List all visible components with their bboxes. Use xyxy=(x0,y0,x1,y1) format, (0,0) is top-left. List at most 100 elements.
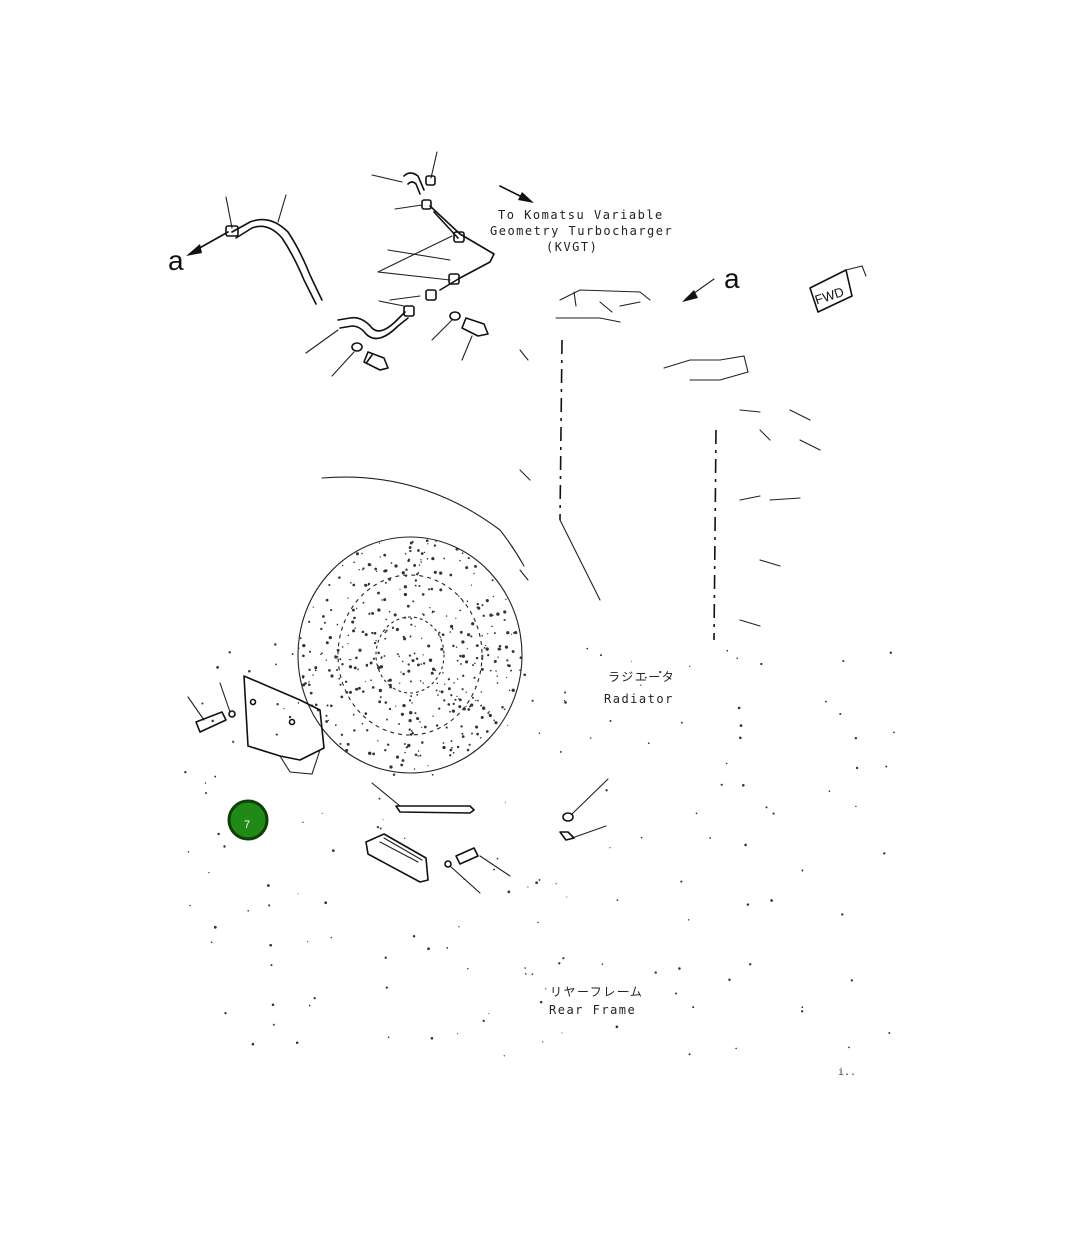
fan-speckle xyxy=(455,646,458,648)
fan-speckle xyxy=(474,662,476,665)
frame-speckle xyxy=(306,941,309,943)
fan-speckle xyxy=(365,663,369,667)
fan-speckle xyxy=(498,645,502,648)
fan-speckle xyxy=(470,703,474,707)
fan-speckle xyxy=(501,705,504,709)
fan-speckle xyxy=(411,659,415,663)
fan-speckle xyxy=(353,616,356,620)
frame-speckle xyxy=(842,659,845,663)
fan-speckle xyxy=(362,690,365,693)
fan-speckle xyxy=(327,719,329,722)
fan-speckle xyxy=(405,568,408,571)
fan-speckle xyxy=(408,654,411,657)
frame-speckle xyxy=(800,1010,804,1013)
fan-speckle xyxy=(328,583,331,587)
fan-speckle xyxy=(341,564,344,567)
fan-speckle xyxy=(320,653,322,655)
fan-speckle xyxy=(371,631,374,635)
fan-speckle xyxy=(406,604,410,608)
fan-speckle xyxy=(440,690,444,694)
fan-speckle xyxy=(449,624,454,629)
left-hose-assembly xyxy=(186,194,415,377)
fan-speckle xyxy=(335,668,339,672)
fan-speckle xyxy=(420,559,422,561)
frame-speckle xyxy=(601,963,604,965)
fan-speckle xyxy=(364,712,368,715)
frame-speckle xyxy=(609,847,611,849)
fan-speckle xyxy=(461,688,464,691)
fan-speckle xyxy=(506,659,509,662)
fan-speckle xyxy=(507,664,511,668)
fan-speckle xyxy=(416,693,419,696)
frame-speckle xyxy=(276,703,279,706)
frame-speckle xyxy=(451,746,453,749)
fan-speckle xyxy=(467,557,470,560)
frame-speckle xyxy=(392,773,396,776)
frame-speckle xyxy=(467,967,469,970)
fan-speckle xyxy=(377,666,381,670)
fan-speckle xyxy=(364,633,368,637)
fan-speckle xyxy=(427,543,429,545)
fan-speckle xyxy=(422,654,424,656)
frame-speckle xyxy=(216,666,219,669)
corner-mark: i.. xyxy=(838,1067,856,1078)
frame-speckle xyxy=(739,724,743,727)
fan-speckle xyxy=(461,552,464,555)
fan-speckle xyxy=(422,682,424,684)
fan-speckle xyxy=(452,751,455,754)
fan-speckle xyxy=(462,707,466,711)
frame-speckle xyxy=(586,647,589,650)
frame-speckle xyxy=(765,806,768,809)
fan-speckle xyxy=(361,552,363,555)
frame-speckle xyxy=(275,663,278,666)
fan-speckle xyxy=(345,748,349,752)
frame-speckle xyxy=(302,821,304,823)
fan-speckle xyxy=(510,669,512,672)
fan-speckle xyxy=(427,588,431,591)
fan-speckle xyxy=(465,566,469,570)
fan-speckle xyxy=(477,699,479,702)
fan-speckle xyxy=(302,643,306,648)
fan-speckle xyxy=(384,581,387,584)
fan-speckle xyxy=(453,682,455,684)
frame-speckle xyxy=(458,926,460,928)
fan-speckle xyxy=(451,709,456,713)
frame-speckle xyxy=(535,881,538,885)
frame-speckle xyxy=(224,1012,227,1015)
fan-speckle xyxy=(350,581,352,584)
fan-speckle xyxy=(419,754,422,757)
hotspot-7-button[interactable]: 7 xyxy=(227,799,269,841)
frame-speckle xyxy=(561,1032,563,1034)
radiator-label-jp: ラジエータ xyxy=(608,670,675,684)
frame-speckle xyxy=(330,936,332,939)
frame-speckle xyxy=(275,733,278,736)
fan-speckle xyxy=(422,662,426,665)
frame-speckle xyxy=(210,941,213,944)
fan-speckle xyxy=(357,668,359,671)
fan-speckle xyxy=(367,582,371,586)
fan-speckle xyxy=(480,704,483,707)
frame-speckle xyxy=(217,832,220,836)
frame-outline-dots xyxy=(184,640,895,1057)
fan-speckle xyxy=(339,658,342,661)
fan-speckle xyxy=(375,570,378,573)
frame-speckle xyxy=(609,720,612,722)
fan-speckle xyxy=(355,687,359,691)
fan-speckle xyxy=(339,683,342,686)
fan-speckle xyxy=(484,644,487,647)
fan-speckle xyxy=(494,721,498,725)
fan-speckle xyxy=(385,629,388,632)
frame-speckle xyxy=(726,649,729,652)
turbo-pipe-assembly xyxy=(371,151,534,361)
fan-speckle xyxy=(408,546,412,549)
rear-frame-label-en: Rear Frame xyxy=(549,1003,636,1017)
fan-speckle xyxy=(384,749,387,752)
fan-speckle xyxy=(344,680,348,683)
fan-speckle xyxy=(503,708,506,711)
fan-speckle xyxy=(326,704,329,707)
fan-speckle xyxy=(336,623,339,626)
fan-speckle xyxy=(410,680,412,683)
fan-speckle xyxy=(358,569,360,571)
fan-speckle xyxy=(506,631,510,635)
